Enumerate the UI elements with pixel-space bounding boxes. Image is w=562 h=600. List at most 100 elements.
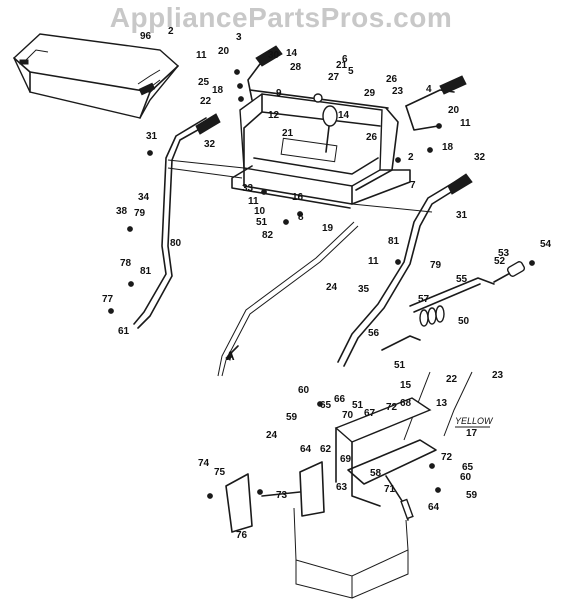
right-handle [337,173,473,367]
control-panel [231,89,411,209]
part-label-64a: 64 [300,444,312,455]
left-handle [133,113,245,329]
part-label-72b: 72 [441,452,453,463]
shift-rod-assembly [381,261,526,351]
part-label-79b: 79 [430,260,442,271]
part-label-52: 52 [494,256,506,267]
part-label-81b: 81 [388,236,400,247]
part-label-71: 71 [384,484,396,495]
part-label-82: 82 [262,230,274,241]
part-label-51b: 51 [394,360,406,371]
part-label-7: 7 [410,180,416,191]
part-label-3: 3 [236,32,242,43]
part-label-75: 75 [214,467,226,478]
part-label-55: 55 [456,274,468,285]
part-label-21b: 21 [282,128,294,139]
part-label-2a: 2 [168,26,174,37]
part-label-13: 13 [436,398,448,409]
part-label-50: 50 [458,316,470,327]
part-label-17: 17 [466,428,478,439]
part-label-30: 30 [268,50,280,61]
part-label-22a: 22 [200,96,212,107]
console-cover [13,33,179,119]
part-label-56: 56 [368,328,380,339]
part-label-28: 28 [290,62,302,73]
part-label-24a: 24 [326,282,338,293]
part-label-14b: 14 [338,110,350,121]
part-label-60b: 60 [460,472,472,483]
part-label-25: 25 [198,77,210,88]
part-label-62: 62 [320,444,332,455]
part-label-38: 38 [116,206,128,217]
fasteners [108,69,535,499]
part-label-60a: 60 [298,385,310,396]
part-label-67: 67 [364,408,376,419]
part-label-65b: 65 [462,462,474,473]
part-label-61: 61 [118,326,130,337]
part-label-32b: 32 [474,152,486,163]
part-label-57: 57 [418,294,430,305]
part-label-11b: 11 [460,118,471,129]
part-label-4: 4 [426,84,432,95]
part-label-24b: 24 [266,430,278,441]
part-label-78: 78 [120,258,132,269]
part-label-19: 19 [322,223,334,234]
part-label-23b: 23 [492,370,504,381]
part-label-32a: 32 [204,139,216,150]
part-label-76: 76 [236,530,248,541]
part-label-2b: 2 [408,152,414,163]
part-label-31b: 31 [456,210,468,221]
part-label-10: 10 [254,206,266,217]
part-label-9: 9 [276,88,282,99]
part-label-53: 53 [498,248,510,259]
part-label-16: 16 [292,192,304,203]
color-note: YELLOW [455,416,494,426]
part-label-74: 74 [198,458,210,469]
part-label-69: 69 [340,454,352,465]
part-label-20a: 20 [218,46,230,57]
part-label-5: 5 [348,66,354,77]
part-label-51c: 51 [352,400,364,411]
part-label-15: 15 [400,380,412,391]
part-label-51a: 51 [256,217,268,228]
part-label-8: 8 [298,212,304,223]
left-upper-grip [247,45,283,101]
part-label-34: 34 [138,192,150,203]
part-label-59a: 59 [286,412,298,423]
part-label-22b: 22 [446,374,458,385]
part-label-66: 66 [334,394,346,405]
part-label-80: 80 [170,238,182,249]
part-label-72a: 72 [386,402,398,413]
part-label-77: 77 [102,294,114,305]
right-upper-grip [405,75,467,131]
part-label-64b: 64 [428,502,440,513]
part-label-35: 35 [358,284,370,295]
part-label-27: 27 [328,72,340,83]
part-label-20b: 20 [448,105,460,116]
part-label-59b: 59 [466,490,478,501]
part-label-81a: 81 [140,266,152,277]
part-label-96: 96 [140,31,152,42]
part-label-14a: 14 [286,48,298,59]
part-label-63: 63 [336,482,348,493]
part-label-33: 33 [242,183,254,194]
part-label-58: 58 [370,468,382,479]
watermark: AppliancePartsPros.com [109,2,453,33]
control-rods [217,107,473,441]
part-label-23a: 23 [392,86,404,97]
part-label-26a: 26 [386,74,398,85]
pointer-label: A [226,349,235,363]
part-label-6: 6 [342,54,348,65]
part-label-54: 54 [540,239,552,250]
part-label-21a: 21 [336,60,348,71]
part-label-79a: 79 [134,208,146,219]
pointer-a: A [225,345,239,363]
part-label-11d: 11 [368,256,379,267]
part-label-70: 70 [342,410,354,421]
part-label-18a: 18 [212,85,224,96]
part-label-73: 73 [276,490,288,501]
part-label-12: 12 [268,110,280,121]
part-label-65a: 65 [320,400,332,411]
